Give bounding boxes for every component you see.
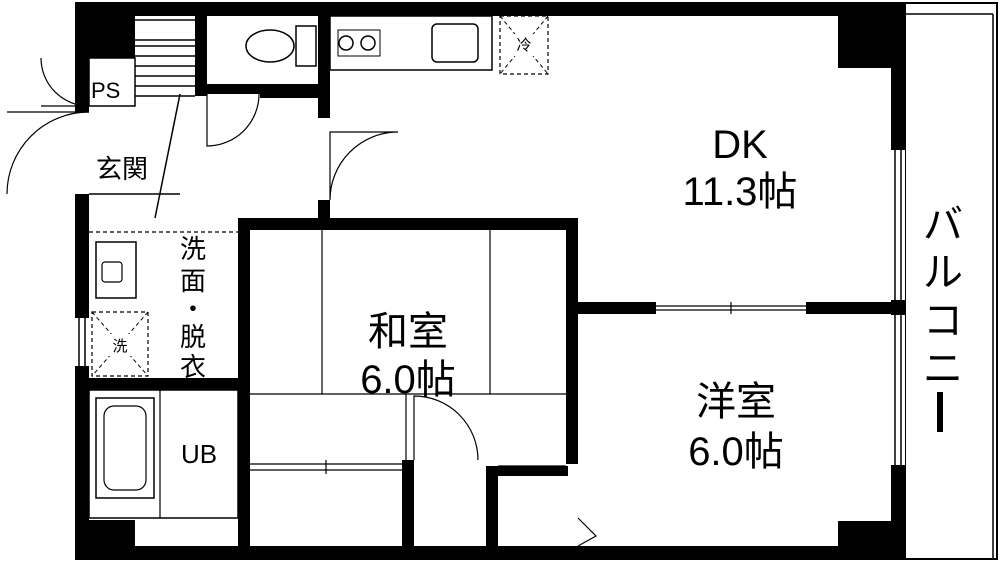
washroom-char-1: 洗 — [180, 234, 206, 264]
balcony-char-5-bar — [937, 392, 943, 432]
balcony-char-2: ル — [923, 251, 963, 295]
balcony — [904, 2, 998, 560]
washitsu-name: 和室 — [368, 310, 448, 354]
sliding-doors — [250, 218, 806, 474]
ps-label: PS — [91, 78, 120, 103]
dk-name: DK — [712, 123, 768, 167]
washroom: 洗 洗 面 ・ 脱 衣 — [89, 231, 238, 382]
tatami-lines — [250, 230, 566, 467]
balcony-char-1: バ — [923, 203, 963, 247]
openings — [75, 112, 905, 465]
youshitsu-name: 洋室 — [696, 380, 776, 424]
washer-label: 洗 — [112, 338, 127, 355]
fridge-space: 冷 — [499, 15, 549, 75]
toilet — [245, 25, 317, 67]
ub-label: UB — [181, 439, 217, 469]
washroom-char-3: ・ — [180, 294, 206, 324]
kitchen-counter — [329, 15, 493, 71]
balcony-char-3: コ — [923, 299, 963, 343]
ps-area: PS — [40, 19, 195, 107]
genkan: 玄関 — [6, 93, 181, 219]
interior-walls — [89, 8, 896, 548]
balcony-char-4: ニ — [923, 347, 963, 391]
washroom-char-2: 面 — [180, 266, 206, 296]
fridge-label: 冷 — [516, 37, 531, 54]
washroom-char-5: 衣 — [180, 352, 206, 382]
washitsu-size: 6.0帖 — [360, 358, 456, 402]
dk-size: 11.3帖 — [683, 170, 798, 214]
genkan-label: 玄関 — [96, 154, 148, 184]
balcony-label: バ ル コ ニ — [923, 203, 963, 432]
unit-bath: UB — [88, 389, 239, 519]
youshitsu-size: 6.0帖 — [688, 430, 784, 474]
washroom-char-4: 脱 — [180, 322, 206, 352]
